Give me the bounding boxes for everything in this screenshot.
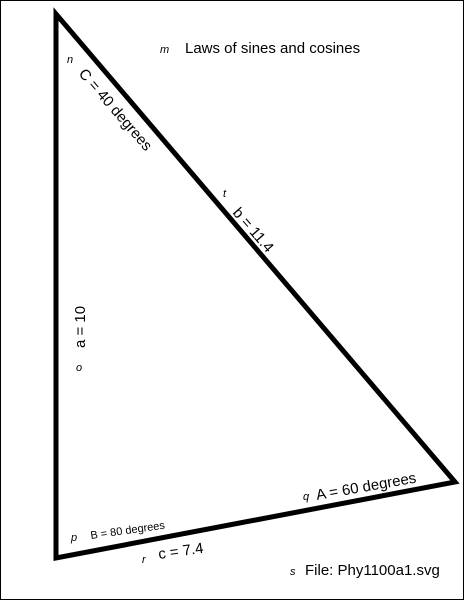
marker-p: p — [70, 532, 77, 544]
side-a-label: a = 10 — [72, 306, 89, 348]
marker-o: o — [76, 362, 82, 374]
marker-m: m — [160, 44, 169, 56]
triangle — [53, 7, 460, 562]
marker-r: r — [142, 554, 147, 566]
file-label: File: Phy1100a1.svg — [305, 562, 440, 579]
marker-n: n — [67, 54, 73, 66]
marker-q: q — [303, 491, 310, 503]
marker-s: s — [290, 566, 296, 578]
marker-t: t — [223, 188, 227, 200]
side-c-label: c = 7.4 — [157, 540, 204, 563]
diagram-title: Laws of sines and cosines — [185, 40, 360, 57]
angle-c-label: C = 40 degrees — [75, 65, 155, 154]
